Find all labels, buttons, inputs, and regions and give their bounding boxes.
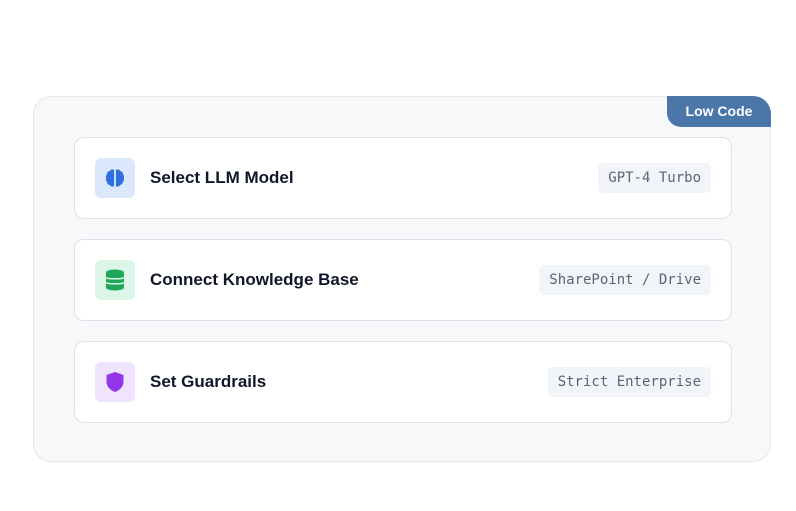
step-select-llm-model[interactable]: Select LLM Model GPT-4 Turbo — [74, 137, 732, 219]
low-code-badge: Low Code — [667, 96, 771, 127]
step-value: Strict Enterprise — [547, 367, 711, 397]
step-title: Set Guardrails — [150, 372, 267, 391]
step-value: SharePoint / Drive — [539, 265, 711, 295]
step-set-guardrails[interactable]: Set Guardrails Strict Enterprise — [74, 341, 732, 423]
database-icon — [95, 260, 135, 300]
step-value: GPT-4 Turbo — [598, 163, 711, 193]
brain-icon — [95, 158, 135, 198]
shield-icon — [95, 362, 135, 402]
step-title: Connect Knowledge Base — [150, 270, 359, 289]
step-title: Select LLM Model — [150, 168, 294, 187]
step-connect-knowledge-base[interactable]: Connect Knowledge Base SharePoint / Driv… — [74, 239, 732, 321]
config-panel: Low Code Select LLM Model GPT-4 Turbo Co… — [33, 96, 771, 462]
